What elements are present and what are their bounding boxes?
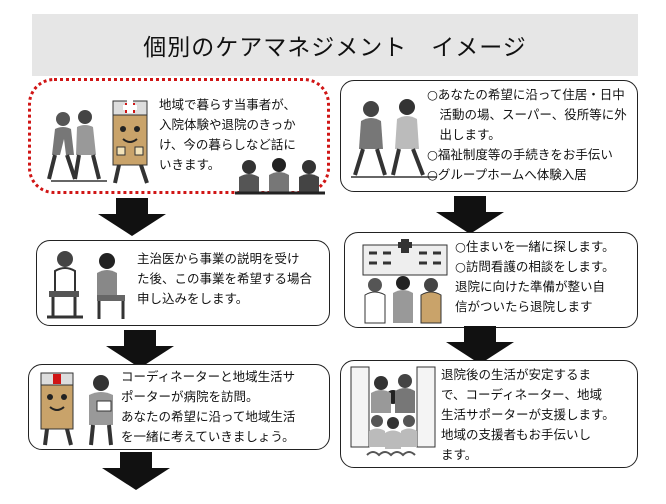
meeting-people-icon — [231, 155, 327, 199]
hospital-character-icon — [35, 369, 83, 447]
doctor-consultation-icon — [43, 245, 135, 323]
step-left-2-text: 主治医から事業の説明を受け た後、この事業を希望する場合 申し込みをします。 — [137, 249, 329, 309]
page-title: 個別のケアマネジメント イメージ — [143, 28, 527, 62]
step-right-1: ○あなたの希望に沿って住居・日中 活動の場、スーパー、役所等に外 出します。 ○… — [340, 80, 638, 192]
supporter-person-icon — [81, 371, 121, 447]
step-right-1-text: ○あなたの希望に沿って住居・日中 活動の場、スーパー、役所等に外 出します。 ○… — [427, 85, 637, 185]
group-family-icon — [347, 363, 439, 465]
title-bar: 個別のケアマネジメント イメージ — [32, 14, 638, 76]
step-left-3: コーディネーターと地域生活サ ポーターが病院を訪問。 あなたの希望に沿って地域生… — [28, 364, 330, 450]
walking-people-icon — [41, 105, 111, 185]
step-left-2: 主治医から事業の説明を受け た後、この事業を希望する場合 申し込みをします。 — [36, 240, 330, 326]
step-right-2: ○住まいを一緒に探します。 ○訪問看護の相談をします。 退院に向けた準備が整い自… — [344, 232, 638, 328]
arrow-down-icon — [96, 198, 168, 236]
arrow-down-icon — [100, 452, 172, 490]
arrow-down-icon — [434, 196, 506, 234]
step-left-3-text: コーディネーターと地域生活サ ポーターが病院を訪問。 あなたの希望に沿って地域生… — [121, 367, 329, 447]
step-right-3: 退院後の生活が安定するま で、コーディネーター、地域 生活サポーターが支援します… — [340, 360, 638, 468]
step-right-2-text: ○住まいを一緒に探します。 ○訪問看護の相談をします。 退院に向けた準備が整い自… — [455, 237, 635, 317]
arrow-down-icon — [104, 330, 176, 368]
hospital-building-icon — [353, 237, 457, 325]
step-right-3-text: 退院後の生活が安定するま で、コーディネーター、地域 生活サポーターが支援します… — [441, 365, 635, 465]
walking-people-icon — [349, 95, 439, 181]
arrow-down-icon — [444, 326, 516, 364]
hospital-character-icon — [105, 95, 161, 187]
step-left-1: 地域で暮らす当事者が、 入院体験や退院のきっか け、今の暮らしなど話に いきます… — [28, 78, 330, 194]
